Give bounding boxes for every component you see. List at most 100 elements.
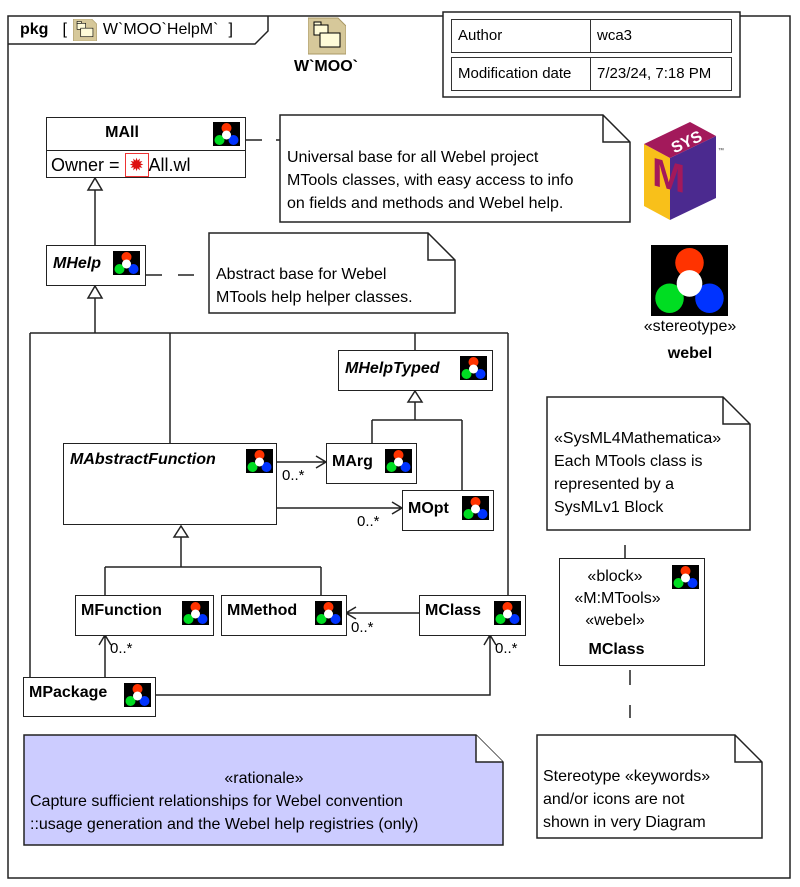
frame-kind: pkg <box>20 21 49 38</box>
wolfram-icon: ✹ <box>124 153 149 177</box>
note-line: Each MTools class is <box>554 453 703 470</box>
class-mclass[interactable]: MClass <box>419 595 526 636</box>
generalization-arrowhead <box>86 284 104 299</box>
block-stereotype: «block» <box>587 568 643 585</box>
class-mhelp[interactable]: MHelp <box>46 245 146 286</box>
class-name: MClass <box>425 602 482 619</box>
multiplicity-mfunction: 0..* <box>110 640 133 657</box>
webel-stereotype-icon <box>460 356 487 380</box>
package-icon <box>73 19 97 41</box>
class-mfunction[interactable]: MFunction <box>75 595 214 636</box>
class-marg[interactable]: MArg <box>326 443 417 484</box>
note-line: ::usage generation and the Webel help re… <box>30 816 419 833</box>
info-date-value: 7/23/24, 7:18 PM <box>590 57 732 91</box>
generalization-arrowhead <box>406 389 424 403</box>
note-line: Universal base for all Webel project <box>287 149 539 166</box>
webel-stereotype-icon <box>246 449 273 473</box>
frame-bracket-open: [ <box>62 21 67 38</box>
generalization-branches <box>29 332 509 677</box>
webel-stereotype-icon[interactable] <box>651 245 728 316</box>
class-mopt[interactable]: MOpt <box>402 490 494 531</box>
multiplicity-mclass: 0..* <box>495 640 518 657</box>
association-mopt <box>277 501 404 515</box>
class-name: MPackage <box>29 684 108 701</box>
webel-stereotype-icon <box>124 683 151 707</box>
class-name: MOpt <box>408 500 449 517</box>
class-mpackage[interactable]: MPackage <box>23 677 156 717</box>
note-line: SysMLv1 Block <box>554 499 664 516</box>
trademark: ™ <box>718 147 724 154</box>
note-line: MTools help helper classes. <box>216 289 413 306</box>
class-name: MAbstractFunction <box>70 451 216 468</box>
block-stereotype: «webel» <box>585 612 645 629</box>
webel-stereotype-icon <box>182 601 209 625</box>
frame-name: W`MOO`HelpM` <box>102 21 219 38</box>
note-mhelp[interactable]: Abstract base for Webel MTools help help… <box>216 263 413 309</box>
class-name: MAll <box>105 124 139 141</box>
multiplicity-mopt: 0..* <box>357 513 380 530</box>
note-shape <box>279 114 631 223</box>
webel-stereotype-icon <box>494 601 521 625</box>
attribute-owner[interactable]: Owner = ✹ All.wl <box>51 153 191 177</box>
note-mall[interactable]: Universal base for all Webel project MTo… <box>287 146 573 215</box>
association-mclass <box>155 633 497 696</box>
class-mall[interactable]: MAll Owner = ✹ All.wl <box>46 117 246 178</box>
generalization-tree-mhelptyped <box>371 402 463 490</box>
class-name: MFunction <box>81 602 162 619</box>
note-line: MTools classes, with easy access to info <box>287 172 574 189</box>
note-line: «SysML4Mathematica» <box>554 430 722 447</box>
note-shape <box>536 734 763 839</box>
attribute-label: Owner = <box>51 154 125 175</box>
frame-header: pkg [ W`MOO`HelpM` ] <box>20 19 233 41</box>
info-author-label: Author <box>451 19 591 53</box>
package-icon[interactable] <box>308 17 346 55</box>
webel-stereotype-icon <box>385 449 412 473</box>
association-mmethod <box>344 606 419 620</box>
svg-text:M: M <box>652 149 685 203</box>
block-mclass[interactable]: «block» «M:MTools» «webel» MClass <box>559 558 705 666</box>
note-rationale[interactable]: «rationale» Capture sufficient relations… <box>24 767 504 836</box>
generalization-tree-mabstractfunction <box>104 537 322 595</box>
block-stereotype: «M:MTools» <box>574 590 661 607</box>
block-name: MClass <box>588 641 645 658</box>
class-name: MHelpTyped <box>345 360 440 377</box>
rationale-stereotype: «rationale» <box>224 770 304 787</box>
class-name: MArg <box>332 453 373 470</box>
generalization-arrowhead <box>86 176 104 191</box>
generalization-arrowhead <box>172 524 190 538</box>
frame-bracket-close: ] <box>228 21 233 38</box>
frame-tab <box>8 16 269 45</box>
note-line: Stereotype «keywords» <box>543 768 711 785</box>
class-name: MMethod <box>227 602 298 619</box>
sysml-logo: M L SYS ™ <box>644 122 724 220</box>
note-shape <box>208 232 456 314</box>
class-mhelptyped[interactable]: MHelpTyped <box>338 350 493 391</box>
webel-stereotype-icon <box>213 122 240 146</box>
class-mabstractfunction[interactable]: MAbstractFunction <box>63 443 277 525</box>
class-mmethod[interactable]: MMethod <box>221 595 347 636</box>
class-name: MHelp <box>53 255 101 272</box>
note-line: on fields and methods and Webel help. <box>287 195 564 212</box>
multiplicity-mmethod: 0..* <box>351 619 374 636</box>
info-date-label: Modification date <box>451 57 591 91</box>
note-line: and/or icons are not <box>543 791 685 808</box>
note-line: shown in very Diagram <box>543 814 706 831</box>
webel-stereotype-icon <box>462 496 489 520</box>
package-label[interactable]: W`MOO` <box>294 58 358 75</box>
frame-border <box>7 15 791 879</box>
multiplicity-marg: 0..* <box>282 467 305 484</box>
webel-stereotype-icon <box>113 251 140 275</box>
note-anchor-block <box>624 545 631 718</box>
info-table-border <box>442 11 741 98</box>
note-line: Abstract base for Webel <box>216 266 387 283</box>
note-shape <box>546 396 751 531</box>
note-shape <box>23 734 504 846</box>
info-author-value: wca3 <box>590 19 732 53</box>
stereotype-name[interactable]: webel <box>667 345 713 362</box>
attribute-value: All.wl <box>148 154 191 175</box>
note-sysml4mathematica[interactable]: «SysML4Mathematica» Each MTools class is… <box>554 427 721 519</box>
note-keywords[interactable]: Stereotype «keywords» and/or icons are n… <box>543 765 710 834</box>
note-line: represented by a <box>554 476 675 493</box>
stereotype-keyword: «stereotype» <box>643 318 737 335</box>
